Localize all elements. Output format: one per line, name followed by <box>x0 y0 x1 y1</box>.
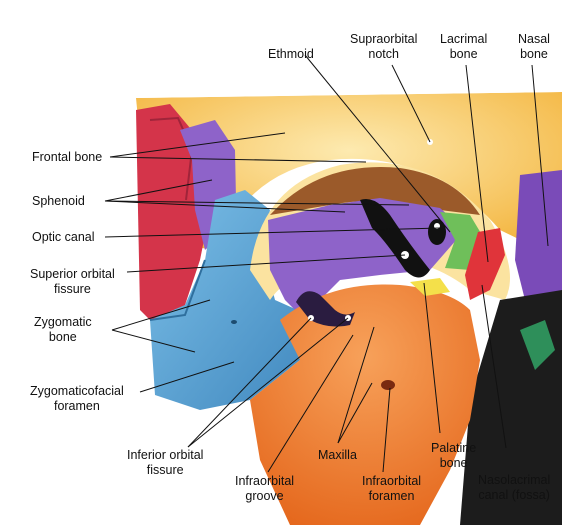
label-nasal-bone: Nasal bone <box>518 32 550 62</box>
label-inferior-orbital-fissure: Inferior orbital fissure <box>127 448 203 478</box>
label-ethmoid: Ethmoid <box>268 47 314 62</box>
label-optic-canal: Optic canal <box>32 230 95 245</box>
label-superior-orbital-fissure: Superior orbital fissure <box>30 267 115 297</box>
label-infraorbital-groove: Infraorbital groove <box>235 474 294 504</box>
label-lacrimal-bone: Lacrimal bone <box>440 32 487 62</box>
label-frontal-bone: Frontal bone <box>32 150 102 165</box>
label-maxilla: Maxilla <box>318 448 357 463</box>
optic-canal-hole <box>428 219 446 245</box>
label-sphenoid: Sphenoid <box>32 194 85 209</box>
label-zygomaticofacial-foramen: Zygomaticofacial foramen <box>30 384 124 414</box>
label-nasolacrimal-canal: Nasolacrimal canal (fossa) <box>478 473 550 503</box>
label-palatine-bone: Palatine bone <box>431 441 476 471</box>
label-infraorbital-foramen: Infraorbital foramen <box>362 474 421 504</box>
label-zygomatic-bone: Zygomatic bone <box>34 315 92 345</box>
label-supraorbital-notch: Supraorbital notch <box>350 32 417 62</box>
infraorbital-foramen-hole <box>381 380 395 390</box>
